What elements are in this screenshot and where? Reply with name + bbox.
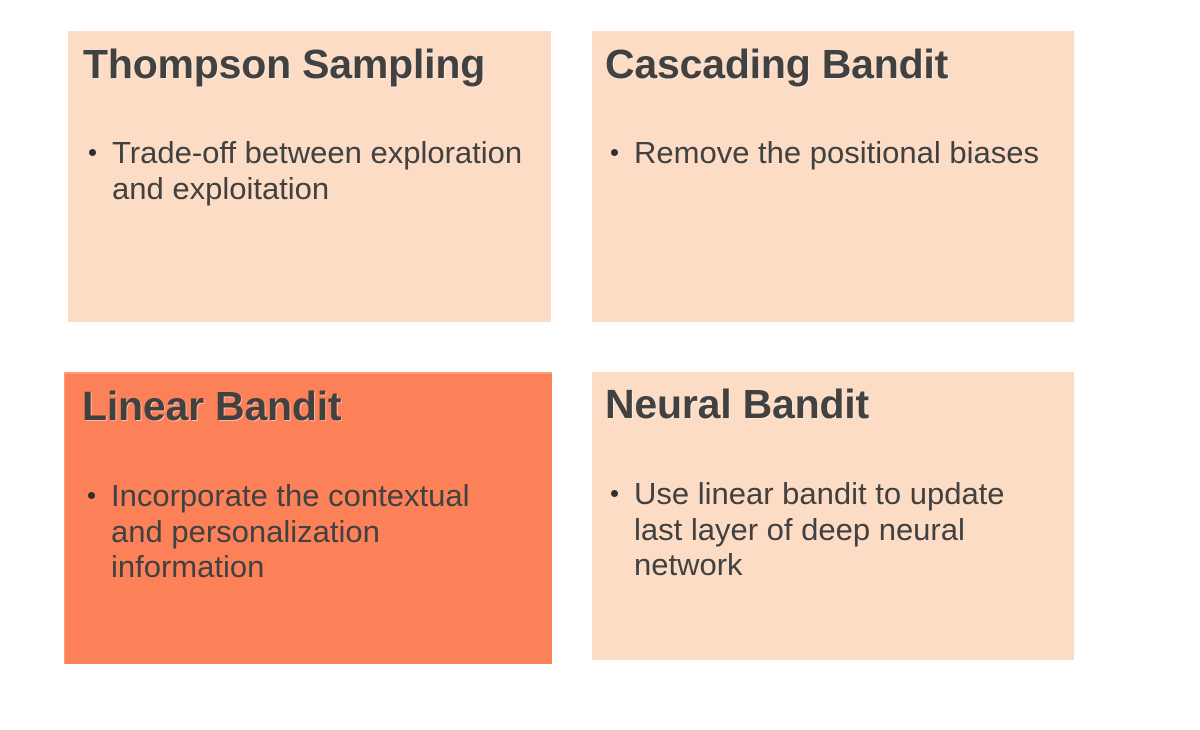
- bullet-dot-icon: [89, 149, 96, 156]
- list-item: Trade-off between exploration and exploi…: [86, 135, 536, 206]
- list-item: Remove the positional biases: [608, 135, 1060, 171]
- card-cascading-bandit[interactable]: Cascading Bandit Remove the positional b…: [592, 31, 1074, 322]
- list-item: Use linear bandit to update last layer o…: [608, 476, 1038, 583]
- bullet-text: Incorporate the contextual and personali…: [111, 478, 470, 584]
- card-neural-bandit[interactable]: Neural Bandit Use linear bandit to updat…: [592, 372, 1074, 660]
- card-bullet-list: Use linear bandit to update last layer o…: [608, 476, 1038, 583]
- card-bullet-list: Incorporate the contextual and personali…: [85, 478, 525, 585]
- bullet-dot-icon: [611, 490, 618, 497]
- card-title: Cascading Bandit: [605, 41, 949, 87]
- bullet-text: Trade-off between exploration and exploi…: [112, 135, 523, 206]
- card-linear-bandit[interactable]: Linear Bandit Incorporate the contextual…: [64, 372, 552, 664]
- bullet-text: Use linear bandit to update last layer o…: [634, 476, 1005, 582]
- card-title: Thompson Sampling: [83, 41, 486, 87]
- card-thompson-sampling[interactable]: Thompson Sampling Trade-off between expl…: [68, 31, 551, 322]
- card-bullet-list: Remove the positional biases: [608, 135, 1060, 171]
- bullet-text: Remove the positional biases: [634, 135, 1039, 170]
- card-bullet-list: Trade-off between exploration and exploi…: [86, 135, 536, 206]
- list-item: Incorporate the contextual and personali…: [85, 478, 525, 585]
- bullet-dot-icon: [611, 149, 618, 156]
- bullet-dot-icon: [88, 492, 95, 499]
- card-title: Linear Bandit: [82, 383, 342, 429]
- card-title: Neural Bandit: [605, 381, 869, 427]
